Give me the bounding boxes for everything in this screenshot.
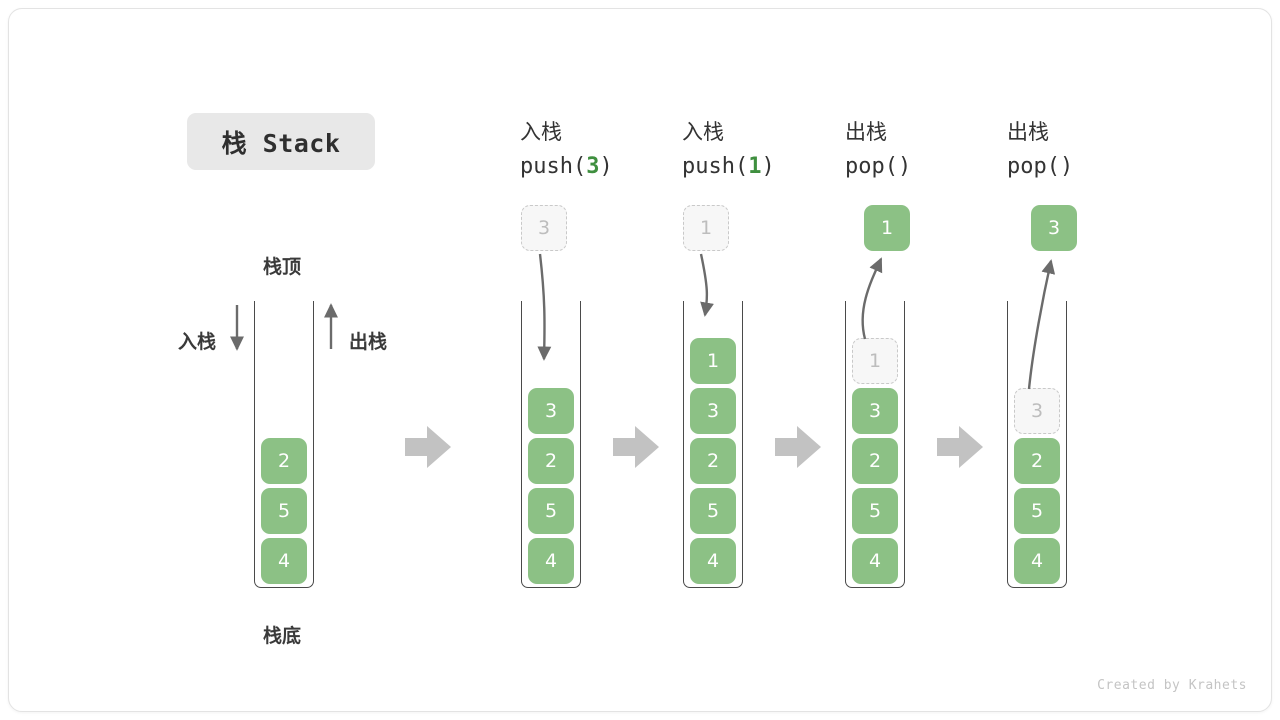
stack-cell: 4 — [1014, 538, 1060, 584]
stack-cell: 2 — [690, 438, 736, 484]
column-heading-code: push(1) — [682, 150, 852, 184]
code-prefix: pop( — [1007, 154, 1060, 179]
stack-cells: 4 5 2 3 — [522, 384, 580, 584]
column-heading-code: push(3) — [520, 150, 690, 184]
stack-cell: 3 — [690, 388, 736, 434]
cell-value: 5 — [1030, 500, 1044, 522]
stack-top-label: 栈顶 — [263, 256, 302, 278]
stack-cell: 4 — [690, 538, 736, 584]
code-arg: 1 — [748, 154, 762, 179]
cell-value: 2 — [1030, 450, 1044, 472]
cell-value: 3 — [1030, 400, 1044, 422]
code-prefix: push( — [520, 154, 587, 179]
code-suffix: ) — [761, 154, 775, 179]
stack-cell: 2 — [261, 438, 307, 484]
floating-box-push-1: 1 — [683, 205, 729, 251]
stack-cells: 4 5 2 — [255, 434, 313, 584]
stack-container: 4 5 2 3 1 — [683, 301, 743, 588]
column-heading-code: pop() — [845, 150, 1015, 184]
cell-value: 2 — [277, 450, 291, 472]
floating-box-push-3: 3 — [521, 205, 567, 251]
column-heading-push-1: 入栈 push(1) — [682, 114, 852, 184]
cell-value: 1 — [868, 350, 882, 372]
stack-cell: 5 — [528, 488, 574, 534]
diagram-title-chip: 栈 Stack — [187, 113, 375, 170]
cell-value: 4 — [544, 550, 558, 572]
stack-column-pop-3: 4 5 2 3 — [1007, 301, 1067, 588]
stack-cell-removed: 1 — [852, 338, 898, 384]
stack-cell: 5 — [261, 488, 307, 534]
pop-direction-label: 出栈 — [349, 331, 388, 353]
code-suffix: ) — [599, 154, 613, 179]
column-heading-cn: 出栈 — [845, 120, 887, 144]
cell-value: 4 — [277, 550, 291, 572]
code-arg: 3 — [586, 154, 600, 179]
cell-value: 4 — [1030, 550, 1044, 572]
cell-value: 2 — [706, 450, 720, 472]
column-heading-cn: 入栈 — [682, 120, 724, 144]
cell-value: 5 — [544, 500, 558, 522]
code-prefix: pop( — [845, 154, 898, 179]
stack-column-initial: 4 5 2 — [254, 301, 314, 588]
cell-value: 3 — [706, 400, 720, 422]
stack-cell: 5 — [852, 488, 898, 534]
stack-cell: 3 — [852, 388, 898, 434]
code-suffix: ) — [897, 154, 912, 179]
column-heading-pop-1: 出栈 pop() — [845, 114, 1015, 184]
floating-box-value: 3 — [1047, 217, 1061, 239]
stack-container: 4 5 2 — [254, 301, 314, 588]
flow-arrow — [405, 426, 451, 468]
diagram-title: 栈 Stack — [221, 128, 341, 158]
column-heading-pop-3: 出栈 pop() — [1007, 114, 1177, 184]
stack-column-push-1: 4 5 2 3 1 — [683, 301, 743, 588]
cell-value: 3 — [868, 400, 882, 422]
stack-cell: 1 — [690, 338, 736, 384]
stack-cells: 4 5 2 3 1 — [846, 334, 904, 584]
column-heading-cn: 出栈 — [1007, 120, 1049, 144]
stack-cell: 4 — [852, 538, 898, 584]
push-direction-label: 入栈 — [178, 331, 217, 353]
stack-cell: 5 — [690, 488, 736, 534]
cell-value: 1 — [706, 350, 720, 372]
flow-arrow — [613, 426, 659, 468]
code-prefix: push( — [682, 154, 749, 179]
stack-column-pop-1: 4 5 2 3 1 — [845, 301, 905, 588]
stack-cell: 5 — [1014, 488, 1060, 534]
stack-cell: 4 — [528, 538, 574, 584]
footer-credit: Created by Krahets — [1097, 678, 1247, 693]
code-suffix: ) — [1059, 154, 1074, 179]
cell-value: 5 — [868, 500, 882, 522]
stack-cell: 2 — [852, 438, 898, 484]
cell-value: 4 — [706, 550, 720, 572]
stack-cell-removed: 3 — [1014, 388, 1060, 434]
stack-cells: 4 5 2 3 — [1008, 384, 1066, 584]
floating-box-pop-3: 3 — [1031, 205, 1077, 251]
floating-box-pop-1: 1 — [864, 205, 910, 251]
floating-box-value: 3 — [537, 217, 551, 239]
cell-value: 4 — [868, 550, 882, 572]
cell-value: 5 — [706, 500, 720, 522]
cell-value: 5 — [277, 500, 291, 522]
column-heading-code: pop() — [1007, 150, 1177, 184]
diagram-card: 栈 Stack 栈顶 栈底 入栈 出栈 入栈 push(3) 入栈 push(1… — [8, 8, 1272, 712]
stack-cells: 4 5 2 3 1 — [684, 334, 742, 584]
stack-cell: 3 — [528, 388, 574, 434]
stack-cell: 2 — [1014, 438, 1060, 484]
flow-arrow — [937, 426, 983, 468]
flow-arrow — [775, 426, 821, 468]
column-heading-push-3: 入栈 push(3) — [520, 114, 690, 184]
stack-cell: 2 — [528, 438, 574, 484]
cell-value: 2 — [868, 450, 882, 472]
floating-box-value: 1 — [699, 217, 713, 239]
floating-box-value: 1 — [880, 217, 894, 239]
stack-column-push-3: 4 5 2 3 — [521, 301, 581, 588]
stack-container: 4 5 2 3 — [521, 301, 581, 588]
stack-container: 4 5 2 3 — [1007, 301, 1067, 588]
column-heading-cn: 入栈 — [520, 120, 562, 144]
stack-bottom-label: 栈底 — [263, 625, 302, 647]
stack-cell: 4 — [261, 538, 307, 584]
cell-value: 2 — [544, 450, 558, 472]
stack-container: 4 5 2 3 1 — [845, 301, 905, 588]
cell-value: 3 — [544, 400, 558, 422]
